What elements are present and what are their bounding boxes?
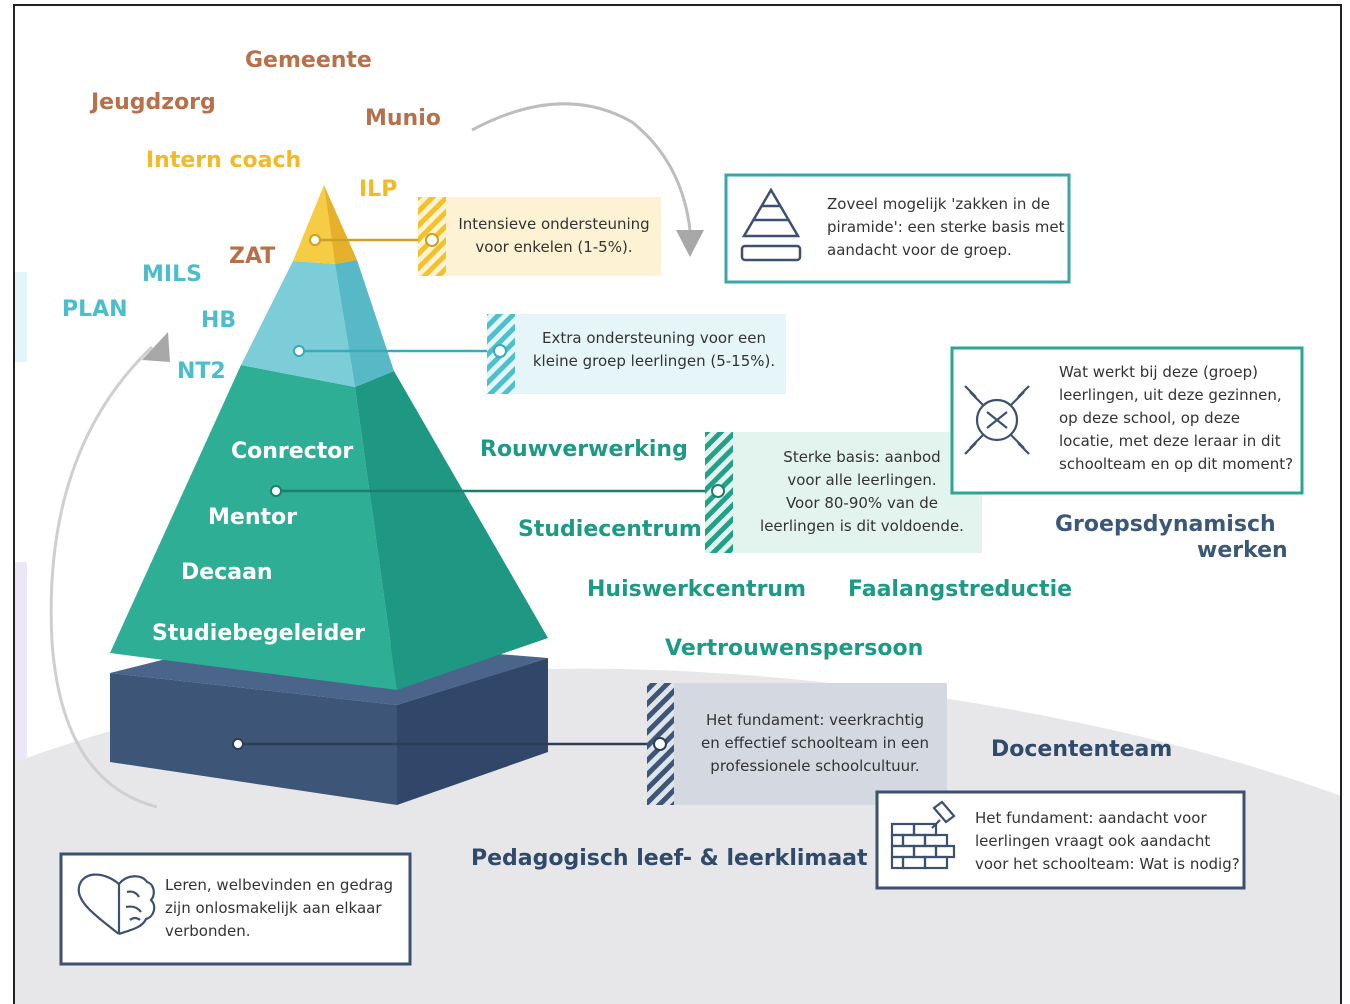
background-shape — [15, 562, 27, 772]
label-zat: ZAT — [229, 244, 276, 269]
label-groepsdynamisch: Groepsdynamisch — [1055, 512, 1276, 537]
fundament-note: Het fundament: aandacht voor leerlingen … — [975, 807, 1247, 876]
brain-note: Leren, welbevinden en gedrag zijn onlosm… — [165, 874, 415, 943]
label-rouwverwerking: Rouwverwerking — [480, 437, 688, 462]
diagram-artwork — [15, 102, 1340, 1004]
arrow-head — [142, 332, 170, 362]
curved-arrow-top — [471, 102, 692, 231]
connector-dot — [493, 344, 507, 358]
brain-note-text: Leren, welbevinden en gedrag zijn onlosm… — [165, 876, 394, 940]
arrow-head — [676, 230, 704, 257]
label-conrector: Conrector — [231, 439, 354, 464]
box-fundament-bg — [647, 683, 947, 805]
connector-dot — [293, 345, 305, 357]
connector-dot — [309, 234, 321, 246]
label-docententeam: Docententeam — [991, 737, 1173, 762]
label-werken: werken — [1197, 538, 1288, 563]
connector-dot — [711, 484, 725, 498]
label-munio: Munio — [365, 106, 441, 131]
label-gemeente: Gemeente — [245, 48, 372, 73]
label-pedagogisch: Pedagogisch leef- & leerklimaat — [471, 846, 868, 871]
box-top-text: Intensieve ondersteuning voor enkelen (1… — [458, 215, 650, 256]
box-middle-bg — [487, 314, 786, 394]
group-note-box — [950, 346, 1304, 495]
box-middle-text: Extra ondersteuning voor een kleine groe… — [532, 329, 776, 370]
label-mentor: Mentor — [208, 505, 297, 530]
pyramid-top-section — [293, 185, 357, 264]
label-jeugdzorg: Jeugdzorg — [91, 90, 216, 115]
fundament-note-text: Het fundament: aandacht voor leerlingen … — [975, 809, 1240, 873]
group-note: Wat werkt bij deze (groep) leerlingen, u… — [1059, 361, 1309, 476]
curved-arrow-left — [49, 345, 158, 809]
pyramid-icon — [740, 187, 802, 262]
box-base-text: Sterke basis: aanbod voor alle leerlinge… — [760, 448, 964, 535]
label-vertrouwenspersoon: Vertrouwenspersoon — [665, 636, 924, 661]
pyramid-middle-section — [241, 260, 394, 387]
brick-wall-trowel-icon — [890, 800, 956, 870]
label-mils: MILS — [142, 262, 202, 287]
label-studiecentrum: Studiecentrum — [518, 517, 702, 542]
label-ilp: ILP — [359, 177, 398, 202]
hands-together-icon — [964, 385, 1030, 455]
pyramid-note: Zoveel mogelijk 'zakken in de piramide':… — [827, 193, 1077, 262]
label-decaan: Decaan — [181, 560, 273, 585]
label-intern-coach: Intern coach — [146, 148, 302, 173]
box-base: Sterke basis: aanbod voor alle leerlinge… — [743, 446, 981, 538]
label-huiswerkcentrum: Huiswerkcentrum — [587, 577, 807, 602]
box-base-bg — [705, 432, 982, 553]
connector-dot — [425, 233, 439, 247]
pyramid-note-box — [724, 173, 1071, 284]
pyramid-note-text: Zoveel mogelijk 'zakken in de piramide':… — [827, 195, 1065, 259]
connector-dot — [270, 485, 282, 497]
label-hb: HB — [201, 308, 237, 333]
heart-brain-icon — [77, 873, 156, 936]
label-studiebegeleider: Studiebegeleider — [152, 621, 366, 646]
label-plan: PLAN — [62, 297, 128, 322]
box-top-bg — [418, 197, 661, 276]
box-middle: Extra ondersteuning voor een kleine groe… — [524, 327, 784, 373]
diagram-frame: Gemeente Jeugdzorg Munio Intern coach IL… — [13, 4, 1342, 1004]
pyramid-base-section — [110, 365, 548, 690]
box-fundament-text: Het fundament: veerkrachtig en effectief… — [700, 711, 930, 775]
label-faalangstreductie: Faalangstreductie — [848, 577, 1073, 602]
background-shape — [15, 272, 27, 362]
group-note-text: Wat werkt bij deze (groep) leerlingen, u… — [1059, 363, 1294, 473]
box-fundament: Het fundament: veerkrachtig en effectief… — [685, 709, 945, 778]
box-top: Intensieve ondersteuning voor enkelen (1… — [446, 213, 662, 259]
fundament-note-box — [875, 790, 1246, 890]
label-nt2: NT2 — [177, 359, 226, 384]
connector-dot — [232, 738, 244, 750]
connector-dot — [653, 737, 667, 751]
